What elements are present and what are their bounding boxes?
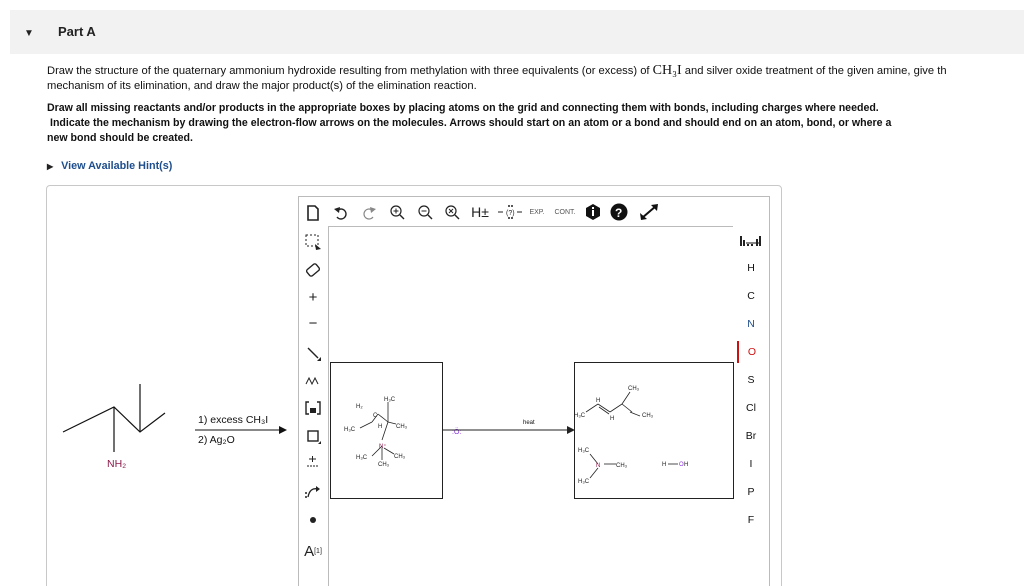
view-hints-link[interactable]: ▶ View Available Hint(s) (47, 160, 172, 172)
element-button-c[interactable]: C (747, 290, 755, 302)
instruction-line1: Draw all missing reactants and/or produc… (47, 102, 879, 114)
radical-tool-icon[interactable] (303, 510, 323, 530)
mol-h3c-3: H₃C (356, 455, 368, 461)
instructions: Draw all missing reactants and/or produc… (47, 101, 1024, 146)
svg-text:(?): (?) (506, 210, 515, 217)
single-bond-tool-icon[interactable] (303, 343, 323, 363)
mol-nplus: N⁺ (379, 443, 387, 450)
contract-abbreviation-button[interactable]: CONT. (552, 203, 578, 221)
periodic-table-icon[interactable] (738, 232, 764, 250)
selection-tool-icon[interactable] (303, 232, 323, 252)
question-line1-b: and silver oxide treatment of the given … (684, 65, 947, 77)
water-h-2: H (684, 462, 688, 468)
explicit-hydrogens-button[interactable]: H± (471, 204, 489, 220)
zoom-out-icon[interactable] (416, 203, 434, 221)
reaction-arrow-1 (195, 426, 287, 434)
prod-h-1: H (596, 398, 600, 404)
undo-icon[interactable] (332, 204, 350, 222)
mol-c: C (373, 413, 378, 419)
instruction-line2: Indicate the mechanism by drawing the el… (50, 117, 892, 129)
atom-label-sup: [1] (314, 547, 322, 555)
reactant-structure (62, 384, 166, 452)
cont-label: CONT. (554, 208, 576, 216)
redo-icon[interactable] (360, 204, 378, 222)
product-box[interactable] (574, 362, 734, 499)
hydroxide-placeholder-icon: :Ö: (452, 428, 461, 436)
zoom-in-icon[interactable] (388, 203, 406, 221)
reactant-amine-label: NH₂ (107, 458, 127, 470)
tma-n: N (596, 463, 600, 469)
square-template-icon[interactable] (303, 426, 323, 446)
help-icon[interactable]: ? (609, 202, 629, 222)
svg-text::Ö:: :Ö: (452, 428, 461, 436)
prod-ch3-2: CH₃ (642, 413, 654, 419)
question-line1-a: Draw the structure of the quaternary amm… (47, 65, 650, 77)
view-hints-label: View Available Hint(s) (61, 160, 173, 172)
curved-arrow-tool-icon[interactable] (303, 482, 323, 502)
expand-abbreviation-button[interactable]: EXP. (525, 203, 549, 221)
prod-h-2: H (610, 416, 614, 422)
question-text: Draw the structure of the quaternary amm… (47, 63, 1024, 94)
element-button-p[interactable]: P (747, 486, 755, 498)
mol-h: H (378, 424, 382, 430)
reagent-step1: 1) excess CH₃I (198, 414, 269, 426)
element-button-cl[interactable]: Cl (746, 402, 756, 414)
reagent-step2: 2) Ag₂O (198, 434, 235, 446)
heat-label: heat (523, 420, 535, 426)
prod-ch3-1: CH₃ (628, 386, 640, 392)
chain-tool-icon[interactable] (303, 370, 323, 390)
ammonium-structure: H₃C H₂ C H H₃C CH₃ N⁺ H₃C CH₃ CH₃ (344, 397, 408, 468)
instruction-line3: new bond should be created. (47, 132, 193, 144)
reaction-arrow-2 (443, 426, 575, 434)
info-icon[interactable] (584, 203, 602, 221)
lone-pairs-icon[interactable]: (?) (497, 203, 523, 221)
mol-ch3-2: CH₃ (394, 454, 406, 460)
tma-ch3: CH₃ (616, 463, 628, 469)
eraser-icon[interactable] (303, 260, 323, 280)
tma-h3c-1: H₃C (578, 448, 590, 454)
collapse-caret-icon[interactable]: ▼ (24, 28, 34, 39)
mol-h3c-1: H₃C (344, 427, 356, 433)
fullscreen-icon[interactable] (638, 202, 660, 222)
exp-label: EXP. (529, 208, 545, 216)
question-line2: mechanism of its elimination, and draw t… (47, 80, 477, 92)
water-o: O (679, 462, 684, 468)
element-button-o[interactable]: O (737, 341, 765, 363)
charge-tool-icon[interactable] (303, 453, 323, 473)
product-structures: H₃C H H CH₃ CH₃ H₃C N CH₃ H₃C H O H (574, 386, 688, 485)
water-h-1: H (662, 462, 666, 468)
new-document-icon[interactable] (304, 204, 322, 222)
element-button-n[interactable]: N (747, 318, 755, 330)
positive-charge-tool[interactable]: + (308, 288, 318, 306)
atom-label-tool[interactable]: A[1] (303, 538, 323, 564)
mol-ch3-1: CH₃ (396, 424, 408, 430)
ring-template-icon[interactable] (303, 398, 323, 418)
zoom-reset-icon[interactable] (443, 203, 461, 221)
part-header[interactable]: ▼ Part A (10, 10, 1024, 54)
prod-h3c: H₃C (574, 413, 586, 419)
mol-h3c-2: H₃C (384, 397, 396, 403)
reactant-box[interactable] (330, 362, 443, 499)
element-button-f[interactable]: F (747, 514, 755, 526)
atom-label-letter: A (304, 542, 315, 560)
question-formula: CH₃I (652, 63, 682, 78)
part-title: Part A (58, 24, 96, 39)
element-button-s[interactable]: S (747, 374, 755, 386)
element-button-br[interactable]: Br (745, 430, 757, 442)
element-button-h[interactable]: H (747, 262, 755, 274)
mol-h2: H₂ (356, 404, 363, 410)
element-button-i[interactable]: I (749, 458, 753, 470)
tma-h3c-2: H₃C (578, 479, 590, 485)
expand-triangle-icon: ▶ (47, 162, 54, 171)
negative-charge-tool[interactable]: − (308, 314, 318, 332)
svg-text:?: ? (615, 206, 622, 220)
mol-ch3-3: CH₃ (378, 462, 390, 468)
